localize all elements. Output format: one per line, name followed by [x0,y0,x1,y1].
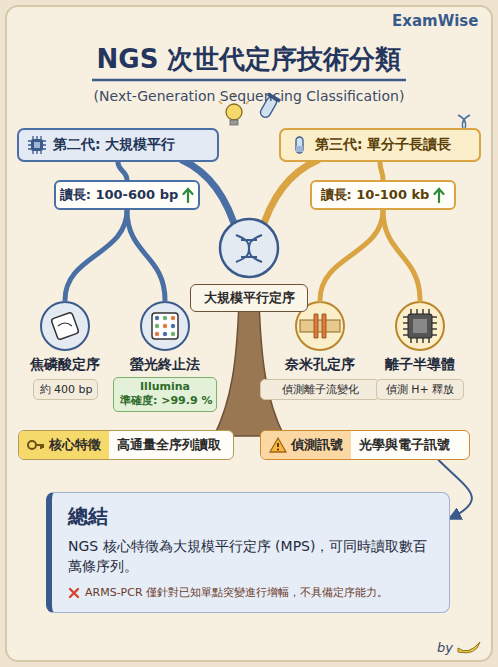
node-text: Illumina [120,380,210,394]
branch-line [383,210,420,300]
branch-line [65,210,127,300]
pin [432,316,437,317]
pin [410,309,411,314]
node-text: 讀長: 100-600 bp [60,186,179,204]
pin [428,338,429,343]
center-label-box: 大規模平行定序 [190,284,308,312]
branch-line [127,210,165,300]
node-text: 大規模平行定序 [204,289,295,307]
header-icon [289,135,309,155]
tag-icon [269,437,287,453]
pin [428,309,429,314]
branch-line [118,162,127,180]
pin [422,309,423,314]
dot [155,316,159,320]
node-text: 螢光終止法 [117,356,213,374]
text-label: by [437,640,453,655]
pin [416,309,417,314]
pin [403,322,408,323]
header-icon [27,135,47,155]
node-text: ARMS-PCR 僅針對已知單點突變進行增幅，不具備定序能力。 [85,585,388,600]
pyro-icon [41,302,89,350]
up-arrow-icon [433,187,445,203]
dot [163,316,167,320]
note-box: 偵測離子流變化 [260,379,380,400]
node-text: 焦磷酸定序 [17,356,113,374]
note-box: 偵測 H+ 釋放 [376,379,464,400]
method-leaf: 螢光終止法 [117,300,213,374]
node-text: 約 400 bp [40,382,91,397]
node-text: 總結 [68,503,433,530]
fluorescent-dots [155,316,175,336]
cross-icon [68,587,80,599]
read-length-box: 讀長: 10-100 kb [310,180,456,210]
dot [171,316,175,320]
dot [171,332,175,336]
feature-value: 光學與電子訊號 [351,431,458,459]
accuracy-box: Illumina準確度: >99.9 % [113,377,217,412]
branch-line [380,162,383,180]
pin [416,338,417,343]
pin [410,338,411,343]
node-text: NGS 核心特徵為大規模平行定序 (MPS)，可同時讀取數百萬條序列。 [68,536,433,577]
node-text: 光學與電子訊號 [359,436,450,454]
node-text: 第二代: 大規模平行 [53,136,175,154]
title-underline [92,79,406,82]
summary-box: 總結 NGS 核心特徵為大規模平行定序 (MPS)，可同時讀取數百萬條序列。 ARM… [46,492,450,613]
generation-header: 第三代: 單分子長讀長 [279,128,481,162]
ion-chip-icon [396,302,444,350]
node-text: 高通量全序列讀取 [117,436,221,454]
pin [422,338,423,343]
feature-tag: 偵測訊號 [261,431,351,459]
signal-box: 偵測訊號光學與電子訊號 [260,430,470,460]
note-row: ARMS-PCR 僅針對已知單點突變進行增幅，不具備定序能力。 [68,585,433,600]
text-label: ExamWise [392,12,478,30]
dot [163,332,167,336]
dot [163,324,167,328]
read-length-box: 讀長: 100-600 bp [54,180,200,210]
dot [155,332,159,336]
title: NGS 次世代定序技術分類 [0,42,498,77]
banana-icon [458,642,480,653]
pin [432,334,437,335]
tree-trunk [214,300,284,436]
paper-frame [6,6,492,661]
node-text: 偵測離子流變化 [267,382,373,397]
pin [403,328,408,329]
node-text: 準確度: >99.9 % [120,394,210,408]
node-text: 離子半導體 [372,356,468,374]
tag-icon [27,438,45,452]
up-arrow-icon [182,187,194,203]
chip-pins [403,309,437,343]
feature-box: 核心特徵高通量全序列讀取 [18,430,234,460]
node-text: 偵測訊號 [291,436,343,454]
feature-value: 高通量全序列讀取 [109,431,229,459]
pin [403,316,408,317]
method-leaf: 離子半導體 [372,300,468,374]
pin [403,334,408,335]
dna-icon [236,235,262,262]
branch-line [320,210,383,300]
node-text: 第三代: 單分子長讀長 [315,136,451,154]
node-text: 偵測 H+ 釋放 [383,382,457,397]
dot [155,324,159,328]
fluorescent-icon [141,302,189,350]
method-leaf: 焦磷酸定序 [17,300,113,374]
feature-tag: 核心特徵 [19,431,109,459]
dot [171,324,175,328]
node-text: 讀長: 10-100 kb [321,186,430,204]
method-leaf: 奈米孔定序 [272,300,368,374]
dna-circle [220,219,278,277]
node-text: 核心特徵 [49,436,101,454]
pin [432,322,437,323]
note-box: 約 400 bp [33,379,98,400]
subtitle: (Next-Generation Sequencing Classificati… [0,88,498,104]
node-text: 奈米孔定序 [272,356,368,374]
pin [432,328,437,329]
generation-header: 第二代: 大規模平行 [17,128,219,162]
